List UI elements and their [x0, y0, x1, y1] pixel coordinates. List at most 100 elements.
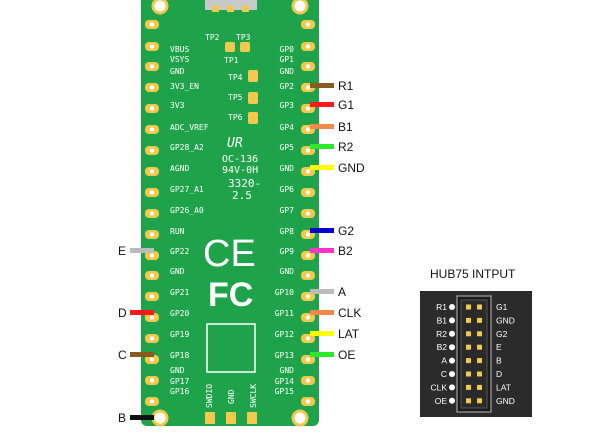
left-pin-label: ADC_VREF: [170, 123, 209, 132]
left-pin-label: GP20: [170, 309, 189, 318]
debug-pad: [226, 412, 236, 424]
pad-hole: [305, 64, 311, 69]
hub75-indicator: [449, 317, 455, 324]
wire-g2: [310, 228, 334, 233]
hub75-indicator: [449, 357, 455, 364]
pad-hole: [305, 22, 311, 27]
silk-text: 3320-: [228, 177, 261, 190]
pad-hole: [305, 169, 311, 174]
left-pin-label: GND: [170, 267, 185, 276]
pad-hole: [305, 253, 311, 258]
left-pin-column: VBUSVSYSGND3V3_EN3V3ADC_VREFGP28_A2AGNDG…: [145, 20, 209, 406]
left-pin-label: GND: [170, 67, 185, 76]
test-point-pad: [225, 42, 235, 52]
left-pin-label: GP22: [170, 247, 189, 256]
right-pin-label: GP0: [280, 45, 295, 54]
right-pin-label: GP3: [280, 101, 295, 110]
hub75-right-label: D: [496, 369, 502, 379]
hub75-right-label: G2: [496, 329, 508, 339]
pad-hole: [149, 273, 155, 278]
debug-header: SWDIO GND SWCLK: [205, 384, 258, 424]
mounting-hole: [291, 409, 309, 427]
hub75-left-label: C: [441, 369, 447, 379]
wire-b1: [310, 124, 334, 129]
wire-g1: [310, 102, 334, 107]
mounting-hole: [151, 409, 169, 427]
mounting-hole: [151, 0, 169, 15]
usb-pad: [242, 6, 249, 12]
left-pin-label: GP18: [170, 351, 189, 360]
hub75-pin: [466, 317, 471, 323]
right-pin-label: GND: [280, 67, 295, 76]
hub75-pin: [477, 398, 482, 404]
right-pin-label: GP2: [280, 82, 295, 91]
wire-r1: [310, 83, 334, 88]
hub75-pin: [466, 384, 471, 390]
hub75-pin: [477, 331, 482, 337]
hub75-indicator: [449, 304, 455, 310]
wire-label: R1: [338, 79, 354, 93]
right-pin-label: GP13: [275, 351, 294, 360]
left-pin-label: RUN: [170, 227, 185, 236]
hub75-left-label: B1: [437, 315, 448, 325]
pad-hole: [149, 253, 155, 258]
debug-label: SWDIO: [205, 384, 214, 408]
pad-hole: [305, 85, 311, 90]
left-pin-label: GND: [170, 366, 185, 375]
pad-hole: [149, 44, 155, 49]
pcb-board: [141, 0, 319, 426]
pad-hole: [305, 44, 311, 49]
wire-label: OE: [338, 348, 355, 362]
pad-hole: [149, 148, 155, 153]
pad-hole: [305, 399, 311, 404]
pad-hole: [305, 378, 311, 383]
pad-hole: [149, 315, 155, 320]
hub75-right-label: E: [496, 342, 502, 352]
wire-label: D: [118, 306, 127, 320]
test-point-pad: [248, 70, 258, 82]
hub75-indicator: [449, 330, 455, 337]
pad-hole: [305, 232, 311, 237]
wire-label: GND: [338, 161, 365, 175]
right-pin-label: GND: [280, 164, 295, 173]
hub75-indicator: [449, 384, 455, 391]
wire-label: B1: [338, 120, 353, 134]
ul-logo: UR: [227, 136, 243, 151]
certification-marks: UR OC-136 94V-0H 3320- 2.5 CE FC: [203, 136, 261, 373]
hub75-indicator: [449, 344, 455, 351]
wire-r2: [310, 144, 334, 149]
hub75-pin: [477, 358, 482, 364]
hub75-right-label: B: [496, 356, 502, 366]
hub75-pin: [477, 304, 482, 310]
hub75-pin: [466, 344, 471, 350]
wire-label: G2: [338, 224, 354, 238]
left-pin-label: GP28_A2: [170, 143, 204, 152]
pad-hole: [305, 211, 311, 216]
hub75-indicator: [449, 397, 455, 404]
pad-hole: [149, 336, 155, 341]
wire-gnd: [310, 165, 334, 170]
pad-hole: [305, 106, 311, 111]
mounting-hole: [291, 0, 309, 15]
right-pin-label: GP9: [280, 247, 295, 256]
right-pin-label: GND: [280, 366, 295, 375]
hub75-left-label: R1: [436, 302, 447, 312]
tp-label: TP3: [236, 33, 251, 42]
hub75-left-label: CLK: [430, 382, 447, 392]
pad-hole: [305, 336, 311, 341]
hub75-pin: [466, 358, 471, 364]
hub75-slot: [460, 299, 488, 409]
hub75-right-label: LAT: [496, 382, 511, 392]
hub75-right-label: GND: [496, 315, 515, 325]
silk-text: 2.5: [232, 189, 252, 202]
wire-clk: [310, 310, 334, 315]
wire-a: [310, 289, 334, 294]
left-pin-label: GP16: [170, 387, 189, 396]
pad-hole: [305, 294, 311, 299]
pad-hole: [149, 211, 155, 216]
tp-label: TP6: [228, 113, 243, 122]
pad-hole: [149, 22, 155, 27]
pad-hole: [305, 315, 311, 320]
